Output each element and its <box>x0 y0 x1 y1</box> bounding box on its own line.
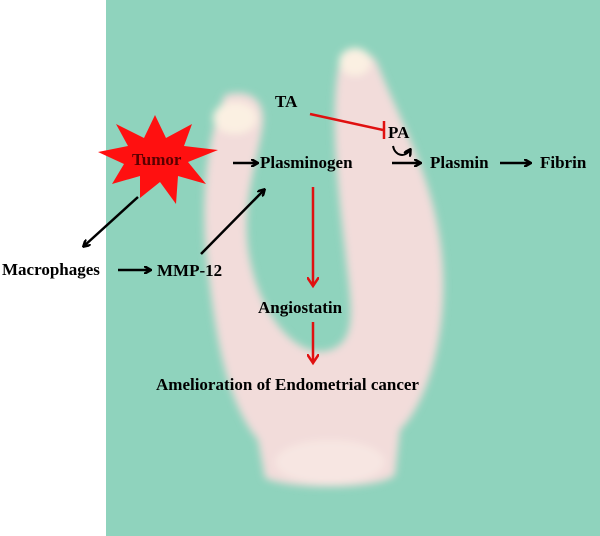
tumor-label: Tumor <box>132 150 182 169</box>
angiostatin-label: Angiostatin <box>258 298 343 317</box>
catalysis-curve-arrow-icon <box>392 145 410 155</box>
tumor-to-macrophages-arrow <box>84 196 139 246</box>
fibrin-label: Fibrin <box>540 153 587 172</box>
mmp12-to-plasminogen-arrow <box>200 190 264 255</box>
pa-label: PA <box>388 123 410 142</box>
plasmin-label: Plasmin <box>430 153 489 172</box>
outcome-label: Amelioration of Endometrial cancer <box>156 375 419 394</box>
uterus-tissue <box>204 48 444 487</box>
ta-label: TA <box>275 92 298 111</box>
tumor-star-icon <box>98 115 218 204</box>
mmp12-label: MMP-12 <box>157 261 222 280</box>
macrophages-label: Macrophages <box>2 260 100 279</box>
ta-inhibits-pa <box>309 112 384 132</box>
plasminogen-label: Plasminogen <box>260 153 353 172</box>
